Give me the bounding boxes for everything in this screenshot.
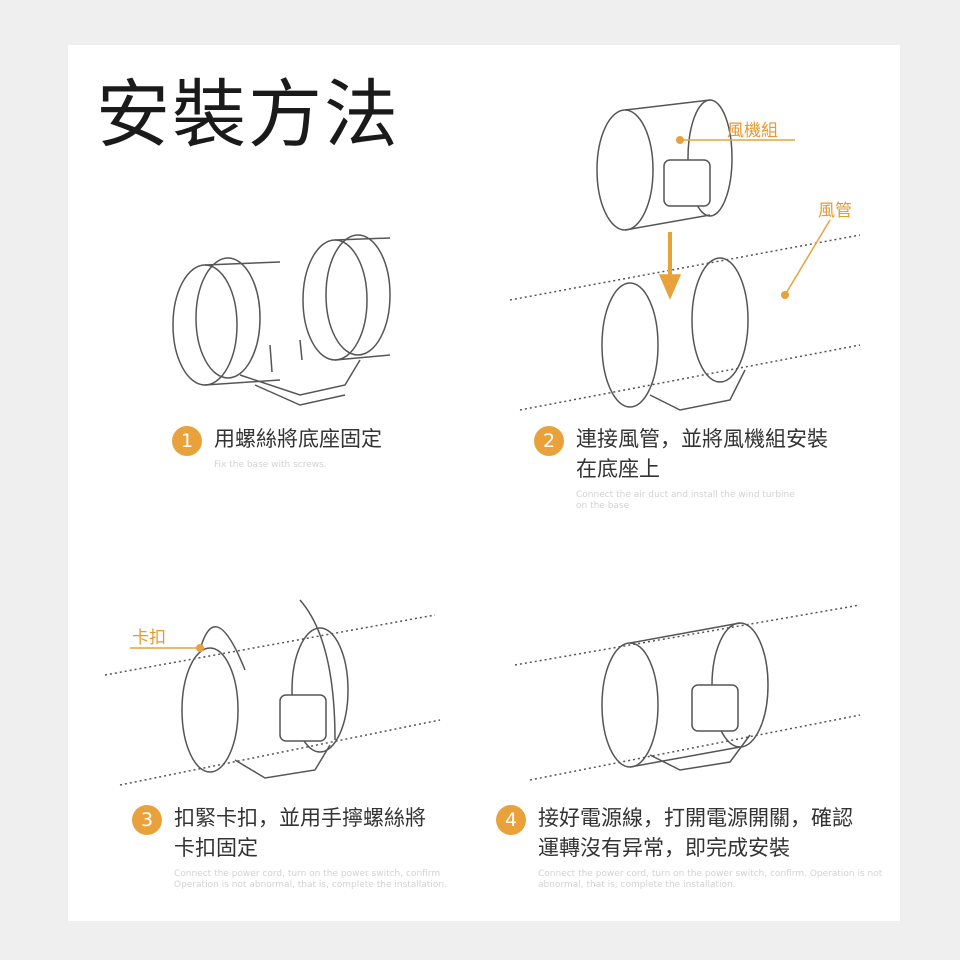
fan-unit-label: 風機組 [727,121,778,141]
instruction-card [68,45,900,921]
step2-illustration [509,99,861,411]
duct-label: 風管 [818,201,852,221]
step-1: 1 用螺絲將底座固定 Fix the base with screws. [172,424,432,471]
step-number-badge: 3 [132,805,162,835]
step-number-badge: 2 [534,426,564,456]
step-number-badge: 4 [496,805,526,835]
step-text: 連接風管，並將風機組安裝在底座上 [576,427,828,481]
step-text-english: Connect the power cord, turn on the powe… [174,869,447,890]
step-2: 2 連接風管，並將風機組安裝在底座上 Connect the air duct … [534,424,834,512]
step-text-english: Connect the power cord, turn on the powe… [538,869,883,890]
step-text-english: Connect the air duct and install the win… [576,490,795,511]
step4-illustration [514,604,861,781]
step-3: 3 扣緊卡扣，並用手擰螺絲將卡扣固定 Connect the power cor… [132,803,452,891]
step-text: 扣緊卡扣，並用手擰螺絲將卡扣固定 [174,806,426,860]
page-title: 安裝方法 [96,72,400,158]
clamp-label: 卡扣 [132,628,166,648]
step-4: 4 接好電源線，打開電源開關，確認運轉沒有异常，即完成安裝 Connect th… [496,803,896,891]
step-text-english: Fix the base with screws. [214,460,327,470]
step-number-badge: 1 [172,426,202,456]
step-text: 用螺絲將底座固定 [214,427,382,451]
step3-illustration [104,599,441,786]
step-text: 接好電源線，打開電源開關，確認運轉沒有异常，即完成安裝 [538,806,853,860]
step1-illustration [172,234,391,406]
